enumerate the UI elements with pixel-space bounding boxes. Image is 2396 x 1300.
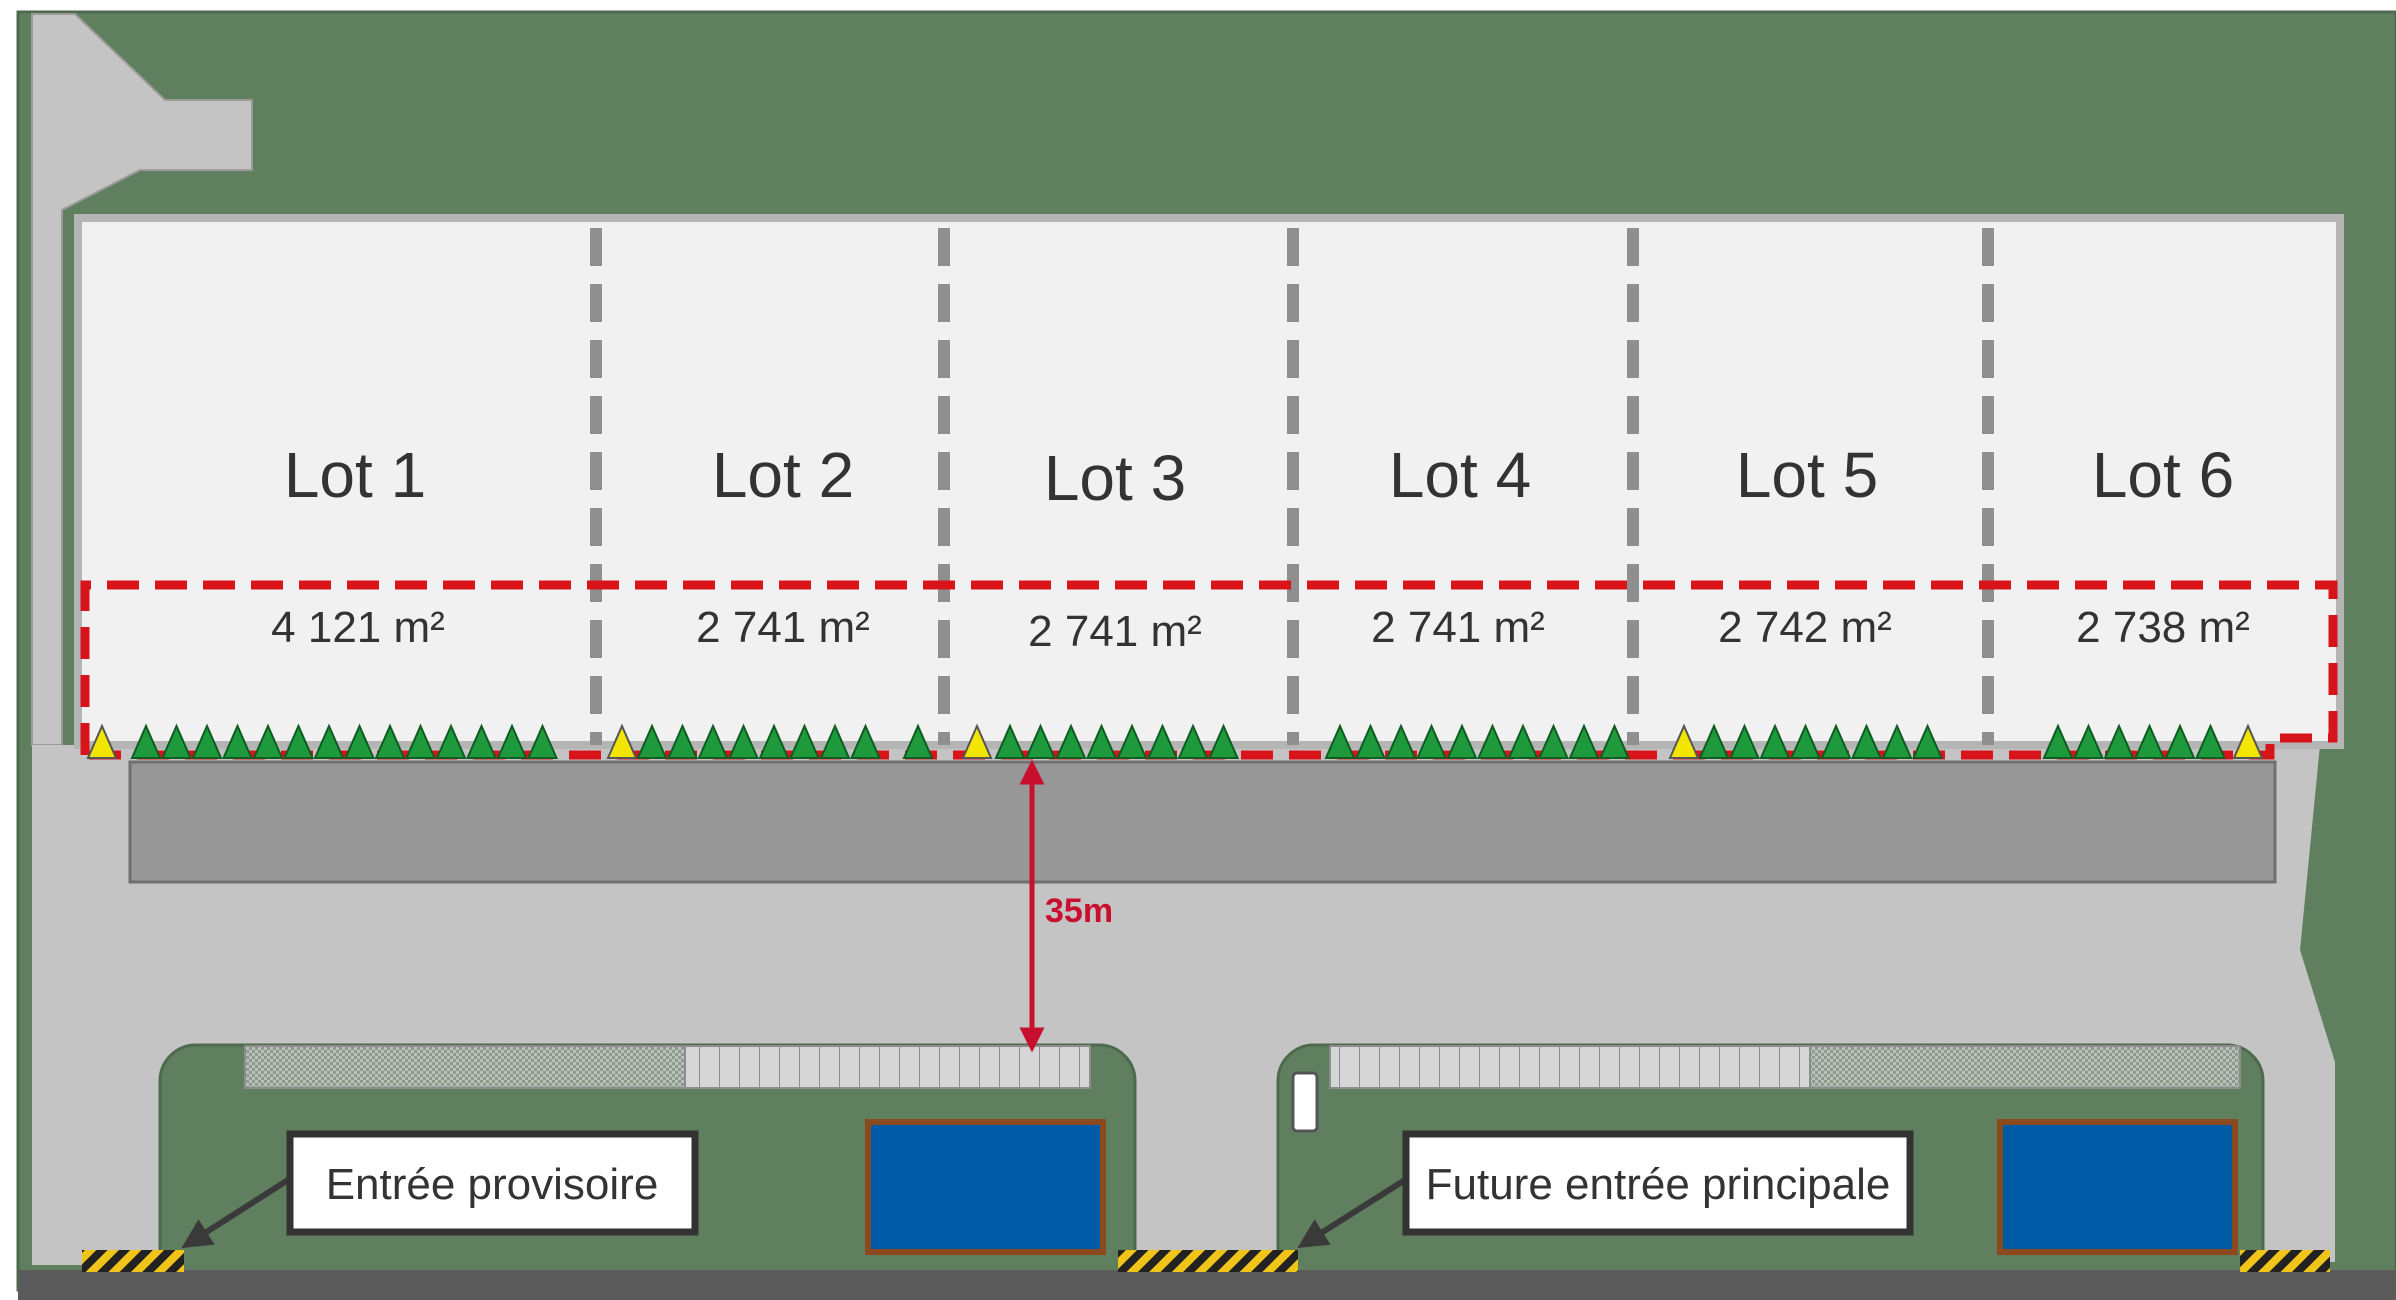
dock-door — [2194, 723, 2227, 759]
dock-door — [1911, 723, 1944, 759]
dimension-label: 35m — [1045, 892, 1113, 930]
dock-door — [1759, 723, 1791, 759]
entrance-arrow-left — [181, 1177, 290, 1249]
parking-left — [684, 1045, 1091, 1089]
retention-basin-right — [1997, 1119, 2238, 1255]
parking-right-covered — [1809, 1045, 2241, 1089]
temporary-entrance-sign — [286, 1130, 699, 1236]
retention-basin-left — [865, 1119, 1106, 1255]
dock-door — [526, 723, 559, 759]
dock-door — [1177, 723, 1209, 759]
dock-door — [2164, 723, 2196, 759]
dock-door — [130, 723, 162, 759]
dock-door — [819, 723, 851, 759]
street — [18, 1270, 2396, 1300]
dock-door — [404, 723, 437, 759]
dock-door — [1476, 723, 1509, 759]
dock-door — [2103, 723, 2135, 759]
dock-door — [1537, 723, 1570, 759]
gate-hatch-left — [82, 1250, 184, 1272]
entrance-arrow-right — [1297, 1177, 1407, 1249]
parking-right — [1329, 1045, 1811, 1089]
dock-door — [1698, 723, 1730, 759]
dock-door — [788, 723, 821, 759]
dock-door — [313, 723, 345, 759]
main-entrance-label: Future entrée principale — [1426, 1160, 1891, 1209]
warehouse-building — [74, 214, 2344, 749]
accessible-dock-door — [1668, 723, 1700, 759]
dock-door — [2042, 723, 2074, 759]
dock-door — [727, 723, 760, 759]
dock-door — [221, 723, 254, 759]
dock-door — [2072, 723, 2105, 759]
dock-door — [1385, 723, 1417, 759]
accessible-dock-door — [606, 723, 638, 759]
dock-door — [1415, 723, 1448, 759]
accessible-dock-door — [961, 723, 993, 759]
dock-door — [849, 723, 882, 759]
dock-doors — [86, 723, 2264, 759]
guard-booth — [1291, 1071, 1319, 1133]
gate-hatch-center — [1118, 1250, 1298, 1272]
accessible-dock-door — [86, 723, 118, 759]
dock-door — [252, 723, 284, 759]
dock-door — [1324, 723, 1356, 759]
lot-5-area: 2 742 m² — [1718, 603, 1892, 652]
lot-6-area: 2 738 m² — [2076, 603, 2250, 652]
dock-door — [666, 723, 699, 759]
dock-door — [1024, 723, 1057, 759]
lot-3-name: Lot 3 — [1044, 442, 1186, 514]
lot-5-name: Lot 5 — [1736, 439, 1878, 511]
loading-yard — [128, 760, 2277, 884]
dock-door — [191, 723, 223, 759]
dock-door — [1728, 723, 1761, 759]
dock-door — [1116, 723, 1148, 759]
dock-door — [465, 723, 498, 759]
office-zone-outline — [80, 580, 2338, 760]
lot-6-name: Lot 6 — [2092, 439, 2234, 511]
parking-left-covered — [244, 1045, 686, 1089]
dock-door — [1146, 723, 1179, 759]
dock-door — [1354, 723, 1387, 759]
lot-2-area: 2 741 m² — [696, 603, 870, 652]
dock-door — [1446, 723, 1478, 759]
dock-door — [496, 723, 528, 759]
dock-door — [1820, 723, 1852, 759]
dock-door — [1507, 723, 1539, 759]
lot-2-name: Lot 2 — [712, 439, 854, 511]
dock-door — [1850, 723, 1883, 759]
dock-door — [1568, 723, 1600, 759]
temporary-entrance-label: Entrée provisoire — [326, 1160, 659, 1209]
dock-door — [435, 723, 467, 759]
gate-hatch-right — [2240, 1250, 2330, 1272]
lot-1-area: 4 121 m² — [271, 603, 445, 652]
dock-door — [1085, 723, 1118, 759]
dock-door — [758, 723, 790, 759]
dock-door — [1598, 723, 1631, 759]
dock-door — [343, 723, 376, 759]
dock-door — [282, 723, 315, 759]
lot-4-name: Lot 4 — [1389, 439, 1531, 511]
dock-door — [1789, 723, 1822, 759]
dock-door — [2133, 723, 2166, 759]
dock-door — [994, 723, 1026, 759]
dock-door — [1207, 723, 1240, 759]
main-entrance-sign — [1402, 1130, 1914, 1236]
dock-door — [160, 723, 193, 759]
lot-4-area: 2 741 m² — [1371, 603, 1545, 652]
dock-door — [697, 723, 729, 759]
lot-3-area: 2 741 m² — [1028, 607, 1202, 656]
dock-door — [902, 723, 934, 759]
dock-door — [1055, 723, 1087, 759]
lot-dividers — [590, 228, 1994, 745]
dock-door — [636, 723, 668, 759]
accessible-dock-door — [2232, 723, 2264, 759]
dock-door — [374, 723, 406, 759]
dock-door — [1881, 723, 1913, 759]
lot-1-name: Lot 1 — [284, 439, 426, 511]
